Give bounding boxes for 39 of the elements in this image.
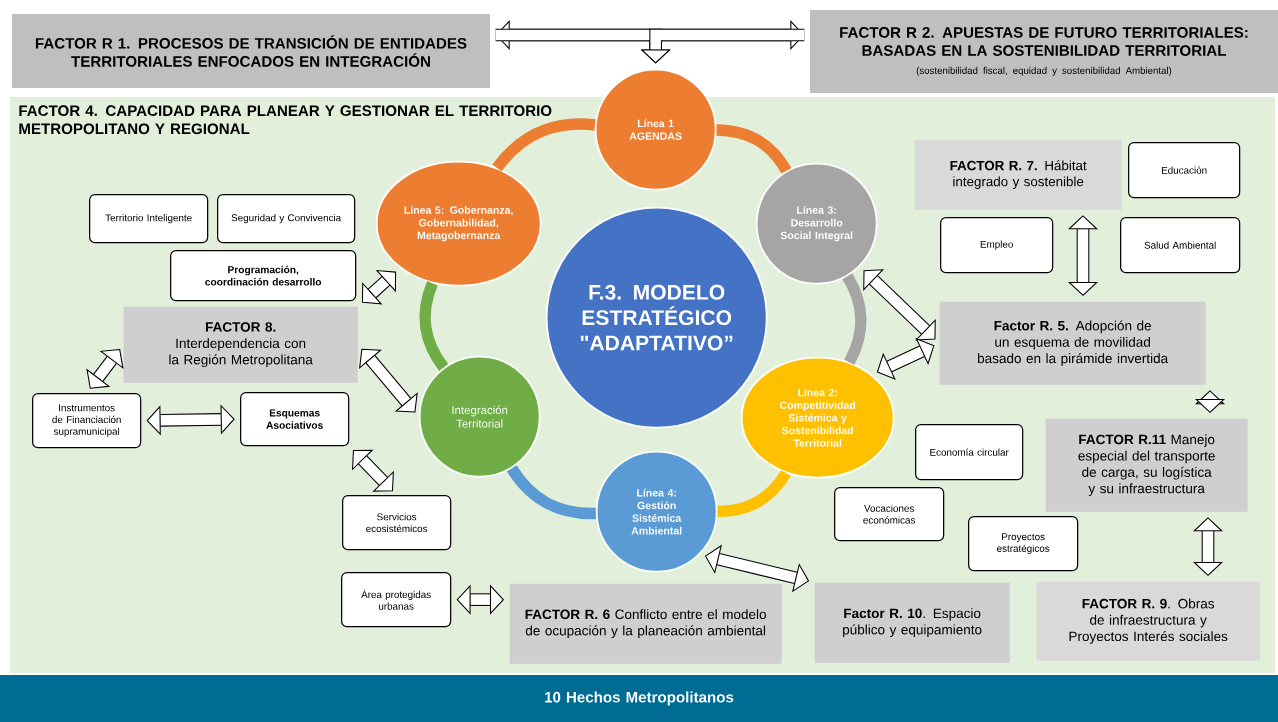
factor-box: FACTOR R 2. APUESTAS DE FUTURO TERRITORIALES: BASADAS EN LA SOSTENIBILIDAD TERRITORIAL (sostenibilidad fiscal, equidad y sostenibilidad Ambiental): [810, 10, 1278, 93]
topic-box: Proyectos estratégicos: [968, 516, 1079, 572]
factor-box: Factor R. 5. Adopción de un esquema de movilidad basado en la pirámide invertida: [939, 301, 1206, 385]
topic-box: Instrumentos de Financiación supramunicipal: [32, 393, 142, 449]
topic-box: Economía circular: [915, 424, 1024, 481]
topic-box: Área protegidas urbanas: [341, 572, 452, 628]
factor-box: FACTOR R. 9. Obras de infraestructura y Proyectos Interés sociales: [1036, 581, 1260, 661]
factor-box: FACTOR 8. Interdependencia con la Región Metropolitana: [123, 306, 358, 383]
topic-box: Empleo: [940, 217, 1054, 274]
ring-arc: [716, 124, 792, 174]
block-arrow: [86, 348, 124, 389]
block-arrow: [863, 269, 936, 341]
block-arrow: [351, 449, 394, 492]
topic-box: Esquemas Asociativos: [240, 392, 350, 447]
topic-box: Programación, coordinación desarrollo: [170, 250, 357, 302]
block-arrow: [359, 348, 418, 413]
factor-box: FACTOR R.11 Manejo especial del transporte de carga, su logística y su infraestructura: [1045, 418, 1248, 512]
topic-box: Seguridad y Convivencia: [217, 194, 356, 244]
ring-arc: [492, 118, 596, 172]
footer-band: 10 Hechos Metropolitanos: [0, 675, 1278, 722]
factor-box: FACTOR R 1. PROCESOS DE TRANSICIÓN DE ENTIDADES TERRITORIALES ENFOCADOS EN INTEGRACIÓN: [12, 14, 490, 88]
factor-box: FACTOR R. 7. Hábitat integrado y sostenible: [914, 139, 1122, 210]
topic-box: Territorio Inteligente: [89, 194, 209, 244]
block-arrow: [361, 269, 397, 305]
block-arrow: [146, 404, 235, 436]
ring-arc: [419, 281, 449, 371]
block-arrow: [1194, 390, 1226, 413]
block-arrow: [1067, 215, 1099, 296]
ring-arc: [717, 470, 791, 518]
ring-arc: [506, 465, 596, 520]
topic-box: Servicios ecosistémicos: [342, 495, 452, 551]
factor-box: FACTOR R. 6 Conflicto entre el modelo de ocupación y la planeación ambiental: [509, 583, 782, 664]
block-arrow: [1192, 517, 1224, 576]
topic-box: Salud Ambiental: [1120, 217, 1241, 274]
ring-arc: [842, 273, 867, 365]
topic-box: Educación: [1128, 142, 1241, 199]
block-arrow: [876, 337, 935, 381]
topic-box: Vocaciones económicas: [834, 487, 945, 542]
factor-box: Factor R. 10. Espacio público y equipamiento: [814, 582, 1010, 663]
